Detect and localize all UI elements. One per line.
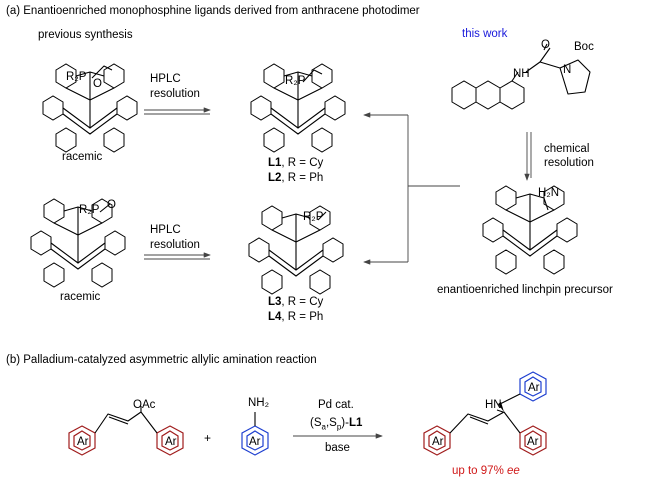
nh-label: NH <box>513 68 530 80</box>
racemic-bottom-label: racemic <box>60 291 101 303</box>
chemical-resolution-label: resolution <box>544 157 594 169</box>
h2n-label: H₂N <box>538 187 560 199</box>
hplc-top-label: HPLC <box>150 73 181 85</box>
ligand-l4-label: L4, R = Ph <box>268 311 324 323</box>
ar-label-6: Ar <box>527 436 539 448</box>
ligand-l2-label: L2, R = Ph <box>268 172 324 184</box>
resolution-bottom-label: resolution <box>150 239 200 251</box>
catalyst-label: (Sa,Sp)-L1 <box>310 417 363 432</box>
ar-label-4: Ar <box>528 382 540 394</box>
base-label: base <box>325 442 350 454</box>
boc-label: Boc <box>574 41 594 53</box>
amide-oxygen-label: O <box>541 39 550 51</box>
ligand-l3-label: L3, R = Cy <box>268 296 324 308</box>
precursor-label: enantioenriched linchpin precursor <box>437 284 613 296</box>
ar-label-1: Ar <box>77 436 89 448</box>
precursor-structure <box>482 185 578 275</box>
part-a-title: (a) Enantioenriched monophosphine ligand… <box>6 5 420 17</box>
nh2-label: NH₂ <box>248 397 270 409</box>
this-work-label: this work <box>462 28 508 40</box>
previous-synthesis-label: previous synthesis <box>38 29 133 41</box>
ar-label-2: Ar <box>165 436 177 448</box>
racemic-bottom-structure <box>30 198 126 288</box>
hplc-bottom-label: HPLC <box>150 224 181 236</box>
hn-label: HN <box>485 399 502 411</box>
n-label: N <box>563 64 572 76</box>
r2p-label-l3: R₂P <box>303 211 324 223</box>
part-b-title: (b) Palladium-catalyzed asymmetric allyl… <box>6 354 317 366</box>
oxygen-label-racemic-top: O <box>93 78 102 90</box>
resolution-top-label: resolution <box>150 88 200 100</box>
ligand-l1-structure <box>250 63 346 153</box>
ar-label-5: Ar <box>432 436 444 448</box>
ligand-l1-label: L1, R = Cy <box>268 157 324 169</box>
ar-label-3: Ar <box>249 436 261 448</box>
pd-cat-label: Pd cat. <box>318 399 354 411</box>
product-aryl-ring-left <box>423 425 451 456</box>
yield-label: up to 97% ee <box>452 465 520 477</box>
aniline-ring <box>241 425 269 456</box>
chemical-label: chemical <box>544 143 590 155</box>
oac-label: OAc <box>133 399 156 411</box>
r2p-label-l1: R₂P <box>285 75 306 87</box>
aryl-ring-1 <box>68 425 96 456</box>
ligand-l3-structure <box>248 205 344 295</box>
product-aniline-ring <box>519 371 547 402</box>
racemic-top-structure <box>42 63 138 153</box>
aryl-ring-2 <box>156 425 184 456</box>
plus-sign: + <box>204 431 212 445</box>
racemic-top-label: racemic <box>62 151 103 163</box>
product-aryl-ring-right <box>519 425 547 456</box>
